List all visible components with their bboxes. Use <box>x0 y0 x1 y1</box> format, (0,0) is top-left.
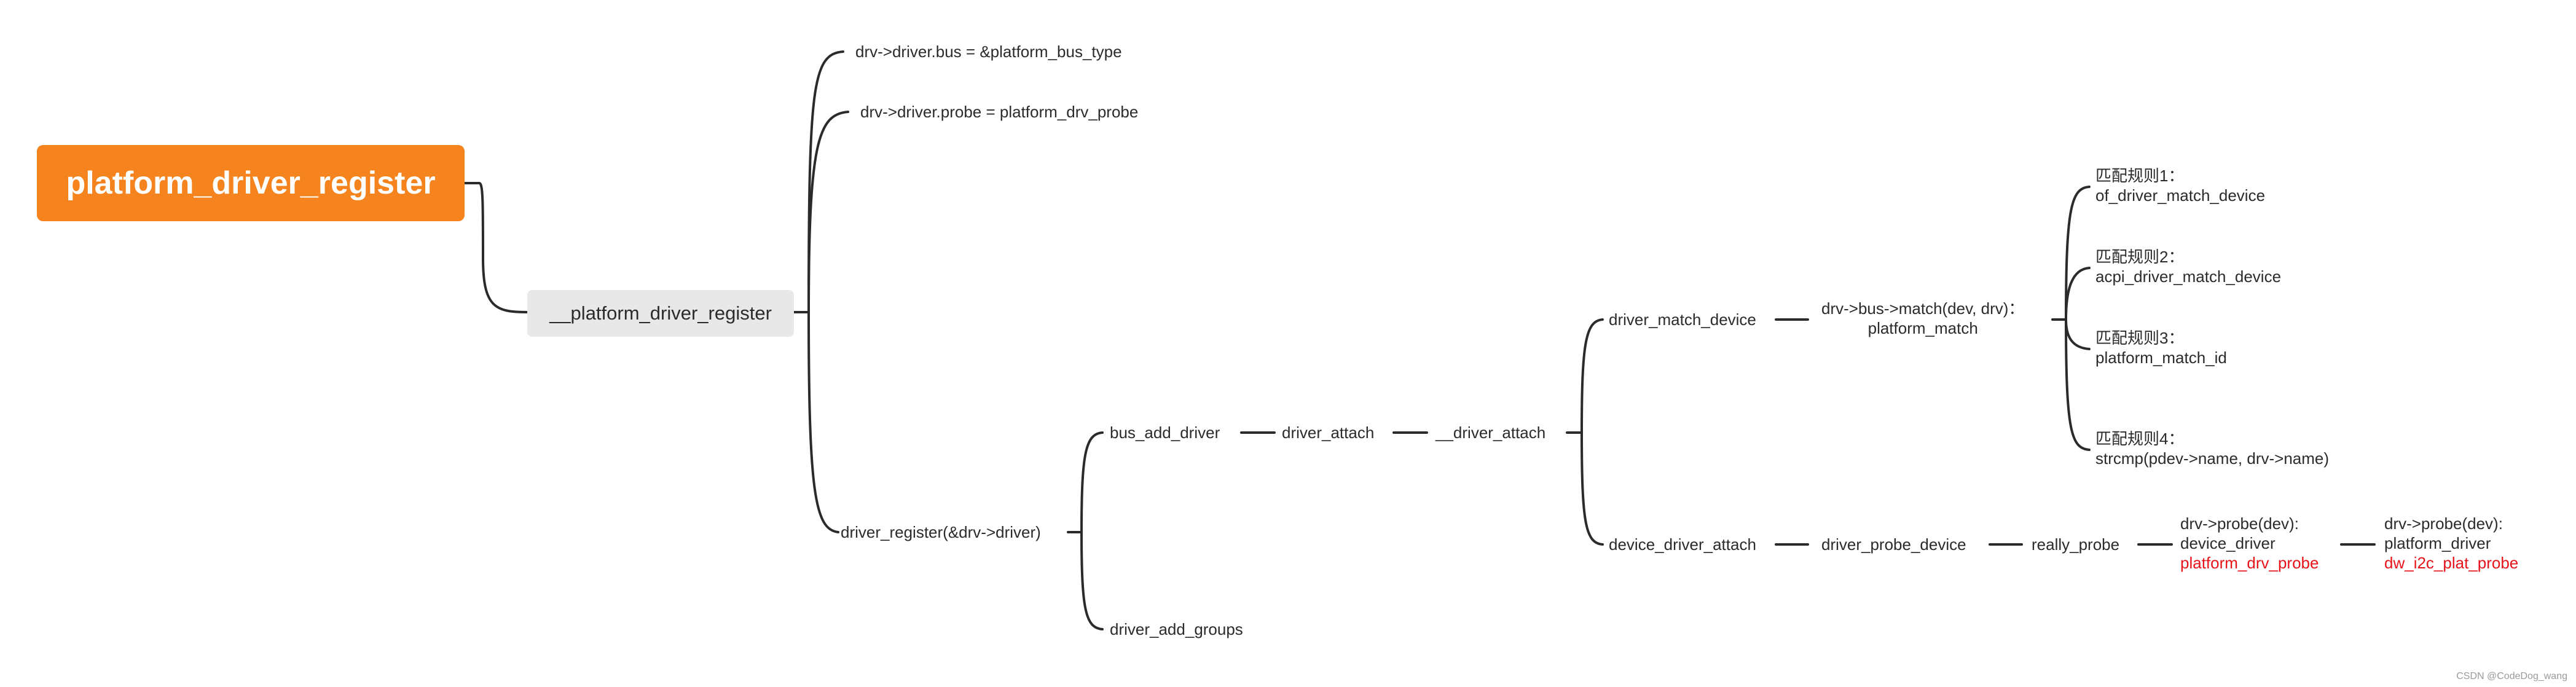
probe-platform-driver-highlight: dw_i2c_plat_probe <box>2384 554 2519 572</box>
match-rule-4-node[interactable]: 匹配规则4： strcmp(pdev->name, drv->name) <box>2095 429 2329 468</box>
match-rule-1-func: of_driver_match_device <box>2095 186 2266 205</box>
edge-sub-driver-register <box>807 311 839 533</box>
edge-__attach-dda <box>1581 431 1604 546</box>
match-rule-3-node[interactable]: 匹配规则3： platform_match_id <box>2095 328 2227 367</box>
match-rule-3-title: 匹配规则3： <box>2095 329 2185 347</box>
edge-sub-bus-assign <box>807 50 844 313</box>
match-rule-1-node[interactable]: 匹配规则1： of_driver_match_device <box>2095 166 2265 205</box>
platform-driver-register-internal-node[interactable]: __platform_driver_register <box>527 290 794 337</box>
root-node[interactable]: platform_driver_register <box>37 145 465 221</box>
edge-dr-groups <box>1080 531 1104 630</box>
edge-busmatch-rule2 <box>2065 267 2091 321</box>
match-rule-3-func: platform_match_id <box>2095 348 2227 367</box>
watermark: CSDN @CodeDog_wang <box>2456 671 2567 681</box>
match-rule-4-func: strcmp(pdev->name, drv->name) <box>2095 449 2330 468</box>
really-probe-node[interactable]: really_probe <box>2032 535 2120 554</box>
edge-root-sub <box>463 182 528 313</box>
probe-platform-driver-line-2: platform_driver <box>2384 534 2491 552</box>
driver-register-node[interactable]: driver_register(&drv->driver) <box>841 523 1041 541</box>
bus-match-node[interactable]: drv->bus->match(dev, drv)： platform_matc… <box>1821 299 2024 338</box>
bus-match-line-1: drv->bus->match(dev, drv)： <box>1821 299 2025 318</box>
probe-platform-driver-node[interactable]: drv->probe(dev): platform_driver dw_i2c_… <box>2384 514 2518 573</box>
edge-__attach-match <box>1581 318 1604 434</box>
match-rule-2-func: acpi_driver_match_device <box>2095 267 2282 286</box>
driver-probe-device-node[interactable]: driver_probe_device <box>1821 535 1966 554</box>
driver-match-device-node[interactable]: driver_match_device <box>1609 310 1756 329</box>
driver-attach-node[interactable]: driver_attach <box>1282 423 1375 442</box>
probe-assign-node[interactable]: drv->driver.probe = platform_drv_probe <box>860 103 1139 121</box>
match-rule-2-title: 匹配规则2： <box>2095 248 2185 266</box>
edge-sub-probe-assign <box>807 111 849 313</box>
__driver-attach-node[interactable]: __driver_attach <box>1435 423 1546 442</box>
edge-dr-bus-add <box>1080 431 1104 533</box>
probe-device-driver-line-1: drv->probe(dev): <box>2180 514 2299 533</box>
match-rule-2-node[interactable]: 匹配规则2： acpi_driver_match_device <box>2095 247 2281 286</box>
bus-assign-node[interactable]: drv->driver.bus = &platform_bus_type <box>855 42 1122 61</box>
probe-device-driver-node[interactable]: drv->probe(dev): device_driver platform_… <box>2180 514 2319 573</box>
device-driver-attach-node[interactable]: device_driver_attach <box>1609 535 1756 554</box>
probe-device-driver-highlight: platform_drv_probe <box>2180 554 2319 572</box>
bus-match-line-2: platform_match <box>1867 319 1978 337</box>
edge-busmatch-rule1 <box>2065 186 2091 321</box>
probe-platform-driver-line-1: drv->probe(dev): <box>2384 514 2503 533</box>
edge-busmatch-rule4 <box>2065 318 2091 451</box>
probe-device-driver-line-2: device_driver <box>2180 534 2276 552</box>
match-rule-1-title: 匹配规则1： <box>2095 167 2185 185</box>
bus-add-driver-node[interactable]: bus_add_driver <box>1110 423 1220 442</box>
match-rule-4-title: 匹配规则4： <box>2095 430 2185 448</box>
edge-busmatch-rule3 <box>2065 318 2091 350</box>
driver-add-groups-node[interactable]: driver_add_groups <box>1110 620 1243 638</box>
